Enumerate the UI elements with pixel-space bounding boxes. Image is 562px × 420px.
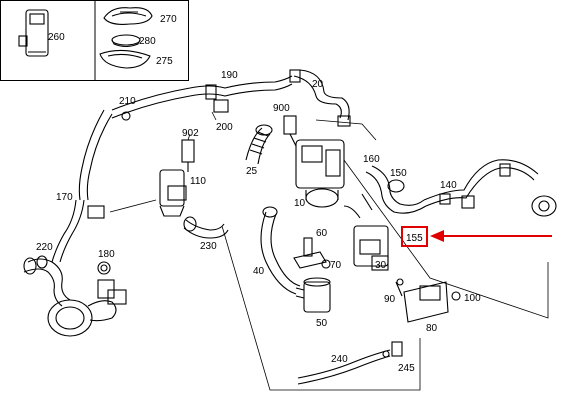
callout-100[interactable]: 100 xyxy=(464,293,481,304)
callout-902[interactable]: 902 xyxy=(182,128,199,139)
hose-240 xyxy=(297,341,403,385)
heater-10 xyxy=(283,115,345,208)
bracket-80 xyxy=(395,278,461,323)
leader-lines xyxy=(109,111,549,391)
callout-170[interactable]: 170 xyxy=(56,192,73,203)
callout-200[interactable]: 200 xyxy=(216,122,233,133)
callout-30[interactable]: 30 xyxy=(375,260,387,271)
part-270-icon xyxy=(103,7,153,25)
part-275-icon xyxy=(99,49,151,69)
clamp-180 xyxy=(97,261,111,275)
callout-240[interactable]: 240 xyxy=(331,354,348,365)
callout-230[interactable]: 230 xyxy=(200,241,217,252)
highlight-box xyxy=(401,226,428,247)
callout-80[interactable]: 80 xyxy=(426,323,438,334)
legend-label-260[interactable]: 260 xyxy=(48,32,65,43)
callout-140[interactable]: 140 xyxy=(440,180,457,191)
callout-70[interactable]: 70 xyxy=(330,260,342,271)
callout-245[interactable]: 245 xyxy=(398,363,415,374)
highlight-marker xyxy=(401,226,552,247)
callout-50[interactable]: 50 xyxy=(316,318,328,329)
callout-220[interactable]: 220 xyxy=(36,242,53,253)
hose-140 xyxy=(365,159,557,217)
callout-190[interactable]: 190 xyxy=(221,70,238,81)
hose-40 xyxy=(260,206,301,295)
callout-90[interactable]: 90 xyxy=(384,294,396,305)
hose-20 xyxy=(289,69,351,127)
hose-230 xyxy=(183,216,229,239)
bracket-60 xyxy=(293,237,331,269)
callout-20[interactable]: 20 xyxy=(312,79,324,90)
pump-30 xyxy=(343,193,389,271)
callout-210[interactable]: 210 xyxy=(119,96,136,107)
corrugated-hose-25 xyxy=(245,124,273,165)
callout-25[interactable]: 25 xyxy=(246,166,258,177)
callout-180[interactable]: 180 xyxy=(98,249,115,260)
hose-170 xyxy=(51,199,105,263)
legend-box: 260 270 280 275 xyxy=(0,0,189,81)
callout-900[interactable]: 900 xyxy=(273,103,290,114)
water-pump xyxy=(47,279,127,337)
legend-label-275[interactable]: 275 xyxy=(156,56,173,67)
part-280-icon xyxy=(111,34,141,48)
callout-40[interactable]: 40 xyxy=(253,266,265,277)
callout-155[interactable]: 155 xyxy=(406,233,423,244)
clip-200 xyxy=(213,99,229,113)
reservoir-50 xyxy=(295,277,331,313)
legend-label-270[interactable]: 270 xyxy=(160,14,177,25)
callout-150[interactable]: 150 xyxy=(390,168,407,179)
callout-160[interactable]: 160 xyxy=(363,154,380,165)
legend-label-280[interactable]: 280 xyxy=(139,36,156,47)
highlight-arrow-head-icon xyxy=(430,230,444,242)
callouts: 190 20 210 900 200 902 25 160 150 140 11… xyxy=(36,70,481,374)
part-260-icon xyxy=(18,9,49,57)
valve-110 xyxy=(159,139,195,217)
clip-210 xyxy=(121,111,131,121)
callout-10[interactable]: 10 xyxy=(294,198,306,209)
callout-60[interactable]: 60 xyxy=(316,228,328,239)
callout-110[interactable]: 110 xyxy=(190,176,206,187)
hose-220 xyxy=(23,255,71,307)
hose-190 xyxy=(78,75,293,201)
